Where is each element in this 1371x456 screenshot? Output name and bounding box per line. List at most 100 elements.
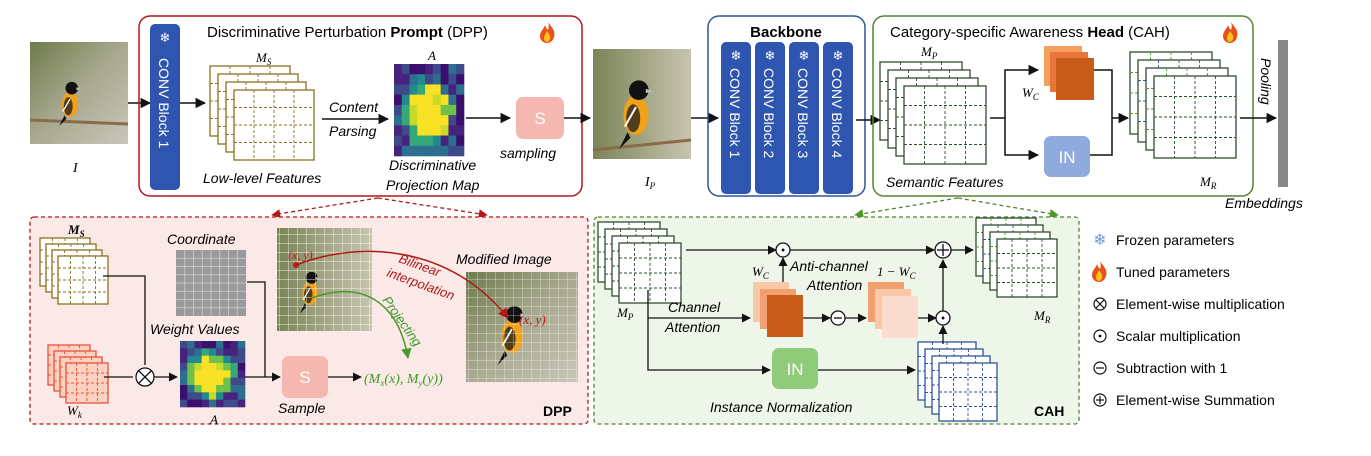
heatmap-cell [425, 84, 434, 95]
mr-label: MR [1199, 174, 1217, 191]
heatmap-cell [216, 392, 224, 400]
heatmap-cell [180, 370, 188, 378]
heatmap-cell [194, 355, 202, 364]
heatmap-cell [230, 348, 239, 356]
legend-text: Scalar multiplication [1116, 328, 1241, 344]
heatmap-cell [425, 64, 434, 75]
heatmap-cell [223, 399, 231, 408]
heatmap-cell [194, 363, 202, 371]
heatmap-cell [223, 363, 231, 371]
heatmap-cell [432, 74, 441, 85]
heatmap-cell [425, 125, 434, 136]
heatmap-cell [401, 84, 410, 95]
heatmap-cell [208, 341, 217, 349]
heatmap-cell [208, 392, 217, 400]
bilinear-arrow [295, 250, 509, 319]
heatmap-cell [187, 355, 195, 364]
heatmap-cell [180, 385, 188, 393]
heatmap-cell [216, 355, 224, 364]
backbone-conv-block [823, 42, 853, 194]
heatmap-cell [237, 370, 246, 378]
input-label: I [72, 161, 79, 176]
heatmap-cell [187, 399, 195, 408]
heatmap-cell [394, 135, 403, 147]
sampling-s-box [516, 97, 564, 139]
heatmap-cell [187, 341, 195, 349]
backbone-conv-block [755, 42, 785, 194]
heatmap-cell [401, 94, 410, 106]
wc-detail-label: WC [752, 264, 770, 281]
in-label-bottom: IN [787, 360, 804, 379]
mp-detail-label: MP [616, 305, 634, 322]
heatmap-cell [230, 392, 239, 400]
wc-detail-stack [753, 282, 803, 337]
heatmap-cell [180, 348, 188, 356]
heatmap-cell [394, 64, 403, 75]
heatmap-cell [237, 363, 246, 371]
heatmap-cell [401, 125, 410, 136]
instance-norm-label: Instance Normalization [710, 399, 853, 415]
heatmap-cell [230, 341, 239, 349]
heatmap-cell [417, 64, 426, 75]
heatmap-cell [208, 377, 217, 386]
heatmap-cell [230, 363, 239, 371]
odot-operator-2 [935, 310, 951, 326]
cah-title: Category-specific Awareness Head (CAH) [890, 24, 1170, 41]
heatmap-cell [425, 94, 434, 106]
otimes-icon [1093, 297, 1107, 311]
heatmap-cell [187, 348, 195, 356]
heatmap-cell [448, 94, 457, 106]
heatmap-cell [180, 341, 188, 349]
coordinate-grid [176, 250, 246, 316]
heatmap-cell [237, 399, 246, 408]
feature-map [938, 362, 998, 422]
heatmap-cell [401, 115, 410, 126]
snowflake-icon: ❄ [731, 48, 742, 63]
sample-s-box [282, 356, 328, 398]
xy-label-modified: (x, y) [519, 312, 546, 327]
projecting-arrow [311, 290, 412, 360]
heatmap-cell [394, 115, 403, 126]
cah-box [872, 15, 1254, 197]
heatmap-cell [394, 74, 403, 85]
heatmap-cell [409, 104, 418, 116]
anti-attention-label: Attention [806, 277, 862, 293]
heatmap-cell [440, 64, 449, 75]
heatmap-cell [425, 145, 434, 157]
heatmap-cell [456, 84, 465, 95]
heatmap-cell [201, 377, 210, 386]
heatmap-cell [394, 125, 403, 136]
heatmap-cell [432, 125, 441, 136]
heatmap-cell [409, 125, 418, 136]
cah-tag: CAH [1034, 403, 1064, 419]
heatmap-cell [394, 104, 403, 116]
heatmap-cell [417, 135, 426, 147]
legend-text: Subtraction with 1 [1116, 360, 1227, 376]
heatmap-cell [201, 399, 210, 408]
heatmap-cell [194, 385, 202, 393]
heatmap-cell [208, 348, 217, 356]
heatmap-cell [440, 125, 449, 136]
heatmap-cell [237, 348, 246, 356]
heatmap-cell [230, 377, 239, 386]
xy-label-small: (x, y) [288, 248, 313, 262]
heatmap-cell [194, 377, 202, 386]
heatmap-cell [448, 125, 457, 136]
fire-icon [540, 22, 555, 43]
heatmap-cell [440, 135, 449, 147]
heatmap-cell [223, 355, 231, 364]
legend-text: Element-wise Summation [1116, 392, 1275, 408]
heatmap-cell [223, 377, 231, 386]
heatmap-cell [409, 135, 418, 147]
heatmap-cell [440, 104, 449, 116]
ominus-operator [830, 310, 846, 326]
snowflake-icon: ❄ [833, 48, 844, 63]
modified-image-label: Modified Image [456, 251, 552, 267]
heatmap-cell [208, 355, 217, 364]
heatmap-cell [409, 84, 418, 95]
snowflake-icon: ❄ [160, 30, 171, 45]
ms-detail-label: MS [67, 222, 85, 239]
heatmap-cell [401, 74, 410, 85]
heatmap-cell [432, 104, 441, 116]
